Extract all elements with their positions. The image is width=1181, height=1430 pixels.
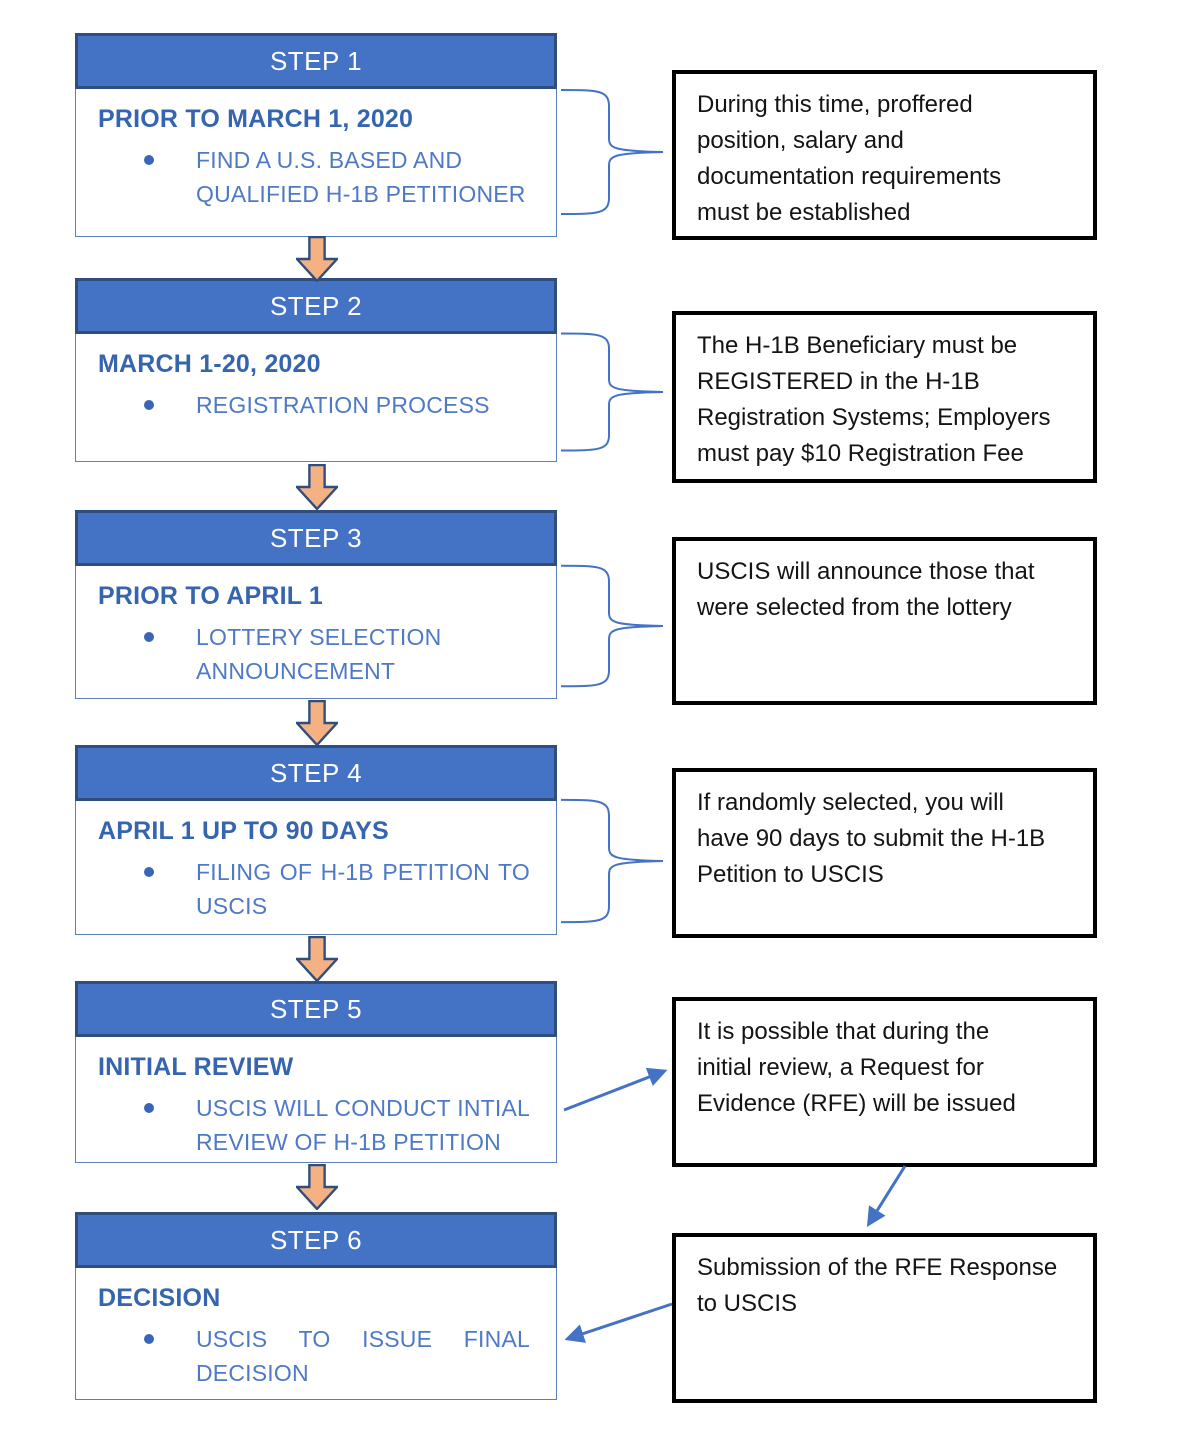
step-3-header: STEP 3 — [75, 510, 557, 566]
step-1-title: PRIOR TO MARCH 1, 2020 — [98, 105, 414, 133]
bullet-line: DECISION — [196, 1360, 309, 1386]
step-6-header: STEP 6 — [75, 1212, 557, 1268]
step-4-body: APRIL 1 UP TO 90 DAYS FILING OF H-1B PET… — [76, 801, 556, 923]
step-2-title: MARCH 1-20, 2020 — [98, 350, 321, 378]
bullet-line: QUALIFIED H-1B PETITIONER — [196, 181, 526, 207]
brace-connector-icon — [557, 82, 669, 222]
step-5-header-label: STEP 5 — [269, 993, 363, 1024]
brace-connector-icon — [557, 558, 669, 694]
step-3-box: STEP 3 PRIOR TO APRIL 1 LOTTERY SELECTIO… — [75, 510, 557, 699]
bullet-line: USCIS WILL CONDUCT INTIAL — [196, 1095, 530, 1121]
bullet-line: REVIEW OF H-1B PETITION — [196, 1129, 501, 1155]
step-3-bullet: LOTTERY SELECTION ANNOUNCEMENT — [98, 620, 530, 688]
arrow-note5-to-note6-icon — [866, 1165, 907, 1227]
bullet-line: FILING OF H-1B PETITION TO — [196, 859, 530, 885]
step-1-header-label: STEP 1 — [269, 45, 363, 76]
step-6-bullet: USCIS TO ISSUE FINAL DECISION — [98, 1322, 530, 1390]
step-4-header-label: STEP 4 — [269, 757, 363, 788]
bullet-line: USCIS TO ISSUE FINAL — [196, 1326, 530, 1352]
step-5-header: STEP 5 — [75, 981, 557, 1037]
step-1-body: PRIOR TO MARCH 1, 2020 FIND A U.S. BASED… — [76, 89, 556, 211]
step-2-bullet: REGISTRATION PROCESS — [98, 388, 530, 422]
note-6: Submission of the RFE Response to USCIS — [672, 1233, 1097, 1403]
bullet-dot-icon — [144, 632, 154, 642]
bullet-line: FIND A U.S. BASED AND — [196, 147, 463, 173]
step-4-bullet: FILING OF H-1B PETITION TO USCIS — [98, 855, 530, 923]
bullet-line: ANNOUNCEMENT — [196, 658, 396, 684]
down-arrow-icon — [296, 236, 338, 282]
bullet-line: USCIS — [196, 893, 268, 919]
bullet-line: LOTTERY SELECTION — [196, 624, 442, 650]
step-5-title: INITIAL REVIEW — [98, 1053, 294, 1081]
bullet-dot-icon — [144, 400, 154, 410]
step-5-box: STEP 5 INITIAL REVIEW USCIS WILL CONDUCT… — [75, 981, 557, 1163]
down-arrow-icon — [296, 936, 338, 982]
down-arrow-icon — [296, 1164, 338, 1210]
step-6-body: DECISION USCIS TO ISSUE FINAL DECISION — [76, 1268, 556, 1390]
step-2-header: STEP 2 — [75, 278, 557, 334]
step-4-box: STEP 4 APRIL 1 UP TO 90 DAYS FILING OF H… — [75, 745, 557, 935]
brace-connector-icon — [557, 792, 669, 930]
bullet-dot-icon — [144, 1103, 154, 1113]
arrow-step5-to-note5-icon — [563, 1067, 668, 1112]
step-4-header: STEP 4 — [75, 745, 557, 801]
step-1-header: STEP 1 — [75, 33, 557, 89]
note-1: During this time, proffered position, sa… — [672, 70, 1097, 240]
step-1-box: STEP 1 PRIOR TO MARCH 1, 2020 FIND A U.S… — [75, 33, 557, 237]
note-4: If randomly selected, you will have 90 d… — [672, 768, 1097, 938]
bullet-dot-icon — [144, 155, 154, 165]
bullet-dot-icon — [144, 1334, 154, 1344]
step-2-box: STEP 2 MARCH 1-20, 2020 REGISTRATION PRO… — [75, 278, 557, 462]
bullet-dot-icon — [144, 867, 154, 877]
arrow-note6-to-step6-icon — [564, 1302, 673, 1343]
note-3: USCIS will announce those that were sele… — [672, 537, 1097, 705]
brace-connector-icon — [557, 326, 669, 458]
down-arrow-icon — [296, 464, 338, 510]
note-5: It is possible that during the initial r… — [672, 997, 1097, 1167]
step-2-body: MARCH 1-20, 2020 REGISTRATION PROCESS — [76, 334, 556, 422]
step-6-header-label: STEP 6 — [269, 1224, 363, 1255]
step-3-body: PRIOR TO APRIL 1 LOTTERY SELECTION ANNOU… — [76, 566, 556, 688]
note-2: The H-1B Beneficiary must be REGISTERED … — [672, 311, 1097, 483]
bullet-line: REGISTRATION PROCESS — [196, 392, 490, 418]
step-2-header-label: STEP 2 — [269, 290, 363, 321]
step-5-bullet: USCIS WILL CONDUCT INTIAL REVIEW OF H-1B… — [98, 1091, 530, 1159]
step-3-header-label: STEP 3 — [269, 522, 363, 553]
step-6-box: STEP 6 DECISION USCIS TO ISSUE FINAL DEC… — [75, 1212, 557, 1400]
step-4-title: APRIL 1 UP TO 90 DAYS — [98, 817, 389, 845]
step-6-title: DECISION — [98, 1284, 221, 1312]
step-3-title: PRIOR TO APRIL 1 — [98, 582, 324, 610]
step-1-bullet: FIND A U.S. BASED AND QUALIFIED H-1B PET… — [98, 143, 530, 211]
step-5-body: INITIAL REVIEW USCIS WILL CONDUCT INTIAL… — [76, 1037, 556, 1159]
down-arrow-icon — [296, 700, 338, 746]
